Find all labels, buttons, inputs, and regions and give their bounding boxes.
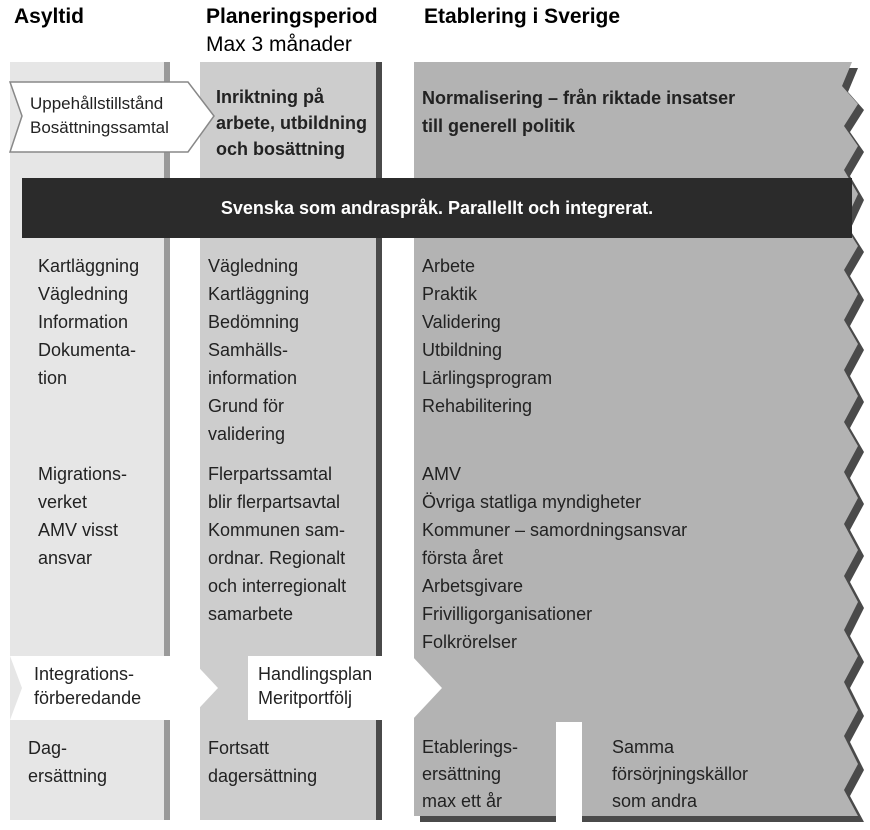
asyl-row3-text: Migrations- verket AMV visst ansvar [38, 464, 128, 568]
etab-bottom-gap [556, 722, 582, 822]
plan-row2-text: Vägledning Kartläggning Bedömning Samhäl… [208, 256, 310, 444]
header-etablering: Etablering i Sverige [424, 5, 621, 28]
plan-bottom-text: Fortsatt dagersättning [208, 738, 318, 786]
asyl-integration-label: Integrations- förberedande [34, 664, 142, 708]
plan-handlingsplan-arrow [248, 656, 442, 720]
asyl-bottom-text: Dag- ersättning [28, 738, 108, 786]
plan-row3-text: Flerpartssamtal blir flerpartsavtal Komm… [208, 464, 347, 624]
asyl-integration-arrow [10, 656, 218, 720]
header-planeringsperiod-sub: Max 3 månader [206, 33, 352, 56]
asyltid-column-edge [164, 62, 170, 820]
plan-top-text: Inriktning på arbete, utbildning och bos… [216, 87, 367, 159]
plan-handlingsplan-label: Handlingsplan Meritportfölj [258, 664, 373, 708]
header-planeringsperiod: Planeringsperiod [206, 5, 378, 28]
etab-row2-text: Arbete Praktik Validering Utbildning Lär… [422, 256, 553, 416]
etab-row3-text: AMV Övriga statliga myndigheter Kommuner… [422, 464, 688, 652]
header-asyltid: Asyltid [14, 5, 85, 28]
asyl-top-arrow-label: Uppehållstillstånd Bosättningssamtal [30, 94, 169, 137]
etab-top-text: Normalisering – från riktade insatser ti… [422, 88, 736, 136]
asyl-top-arrow [8, 81, 215, 153]
language-band: Svenska som andraspråk. Parallellt och i… [22, 178, 852, 238]
asyl-row2-text: Kartläggning Vägledning Information Doku… [38, 256, 140, 388]
etab-bottom-right-text: Samma försörjningskällor som andra [612, 737, 749, 811]
planering-column-edge [376, 62, 382, 820]
etab-bottom-left-text: Etablerings- ersättning max ett år [422, 737, 519, 811]
